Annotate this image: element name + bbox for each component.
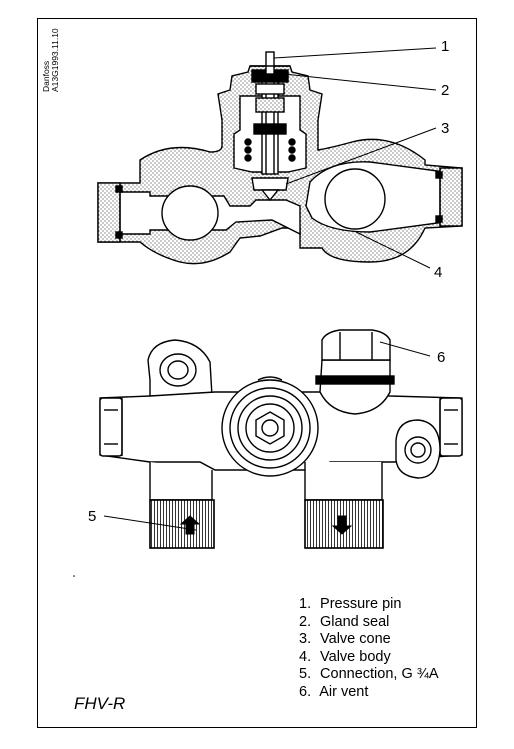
- legend-item-label: Gland seal: [320, 613, 390, 630]
- air-vent-housing: [319, 359, 391, 415]
- drawing-code-number: A13G1993.11.10: [50, 28, 60, 92]
- callout-3: 3: [441, 120, 450, 137]
- leader-2: [283, 73, 437, 91]
- right-port: [324, 168, 386, 230]
- legend-item: 6. Air vent: [299, 684, 439, 702]
- section-view: [97, 51, 463, 265]
- model-name: FHV-R: [74, 694, 126, 713]
- legend-item: 3. Valve cone: [299, 631, 439, 649]
- air-vent-cap: [321, 329, 391, 361]
- legend-item-number: 4.: [299, 648, 312, 665]
- drawing-frame: [37, 18, 477, 728]
- flow-arrow-down-icon: [331, 515, 353, 535]
- leader-6: [379, 341, 431, 357]
- callout-4: 4: [434, 264, 443, 281]
- legend-item-number: 6.: [299, 683, 312, 700]
- callout-2: 2: [441, 82, 450, 99]
- leader-4: [355, 231, 431, 269]
- drawing-code: Danfoss A13G1993.11.10: [41, 28, 60, 92]
- legend-item-number: 5.: [299, 666, 312, 682]
- pressure-pin: [265, 51, 275, 75]
- callout-1: 1: [441, 38, 450, 55]
- left-port: [161, 185, 219, 241]
- legend-item: 1. Pressure pin: [299, 596, 439, 614]
- legend-item-number: 1.: [299, 596, 312, 612]
- callout-5: 5: [88, 508, 97, 525]
- air-vent-ring: [315, 375, 395, 385]
- leader-lines: [103, 47, 437, 531]
- right-end-cap: [439, 397, 463, 457]
- right-end-nut: [439, 167, 463, 227]
- left-end-cap: [99, 397, 123, 457]
- spring: [244, 138, 296, 162]
- legend-item: 4. Valve body: [299, 649, 439, 667]
- right-outlet-pipe: [304, 462, 383, 501]
- legend-item-label: Valve body: [320, 648, 391, 665]
- legend-item-number: 3.: [299, 631, 312, 647]
- valve-cone: [251, 177, 289, 191]
- left-outlet-pipe: [149, 462, 213, 501]
- leader-1: [273, 47, 437, 59]
- leader-3: [285, 127, 437, 185]
- flow-arrow-up-icon: [179, 515, 201, 535]
- legend-item-label: Connection, G ¾A: [320, 666, 439, 682]
- parts-legend: 1. Pressure pin 2. Gland seal 3. Valve c…: [299, 596, 439, 701]
- legend-item-label: Pressure pin: [320, 596, 402, 612]
- leader-5: [103, 515, 197, 531]
- stray-dot: [73, 575, 75, 577]
- legend-item-label: Valve cone: [320, 631, 391, 647]
- legend-item: 5. Connection, G ¾A: [299, 666, 439, 684]
- callout-6: 6: [437, 349, 446, 366]
- legend-item-number: 2.: [299, 613, 312, 630]
- external-view: [99, 329, 463, 549]
- legend-item: 2. Gland seal: [299, 614, 439, 632]
- flow-arrows: [179, 515, 353, 535]
- legend-item-label: Air vent: [319, 683, 369, 700]
